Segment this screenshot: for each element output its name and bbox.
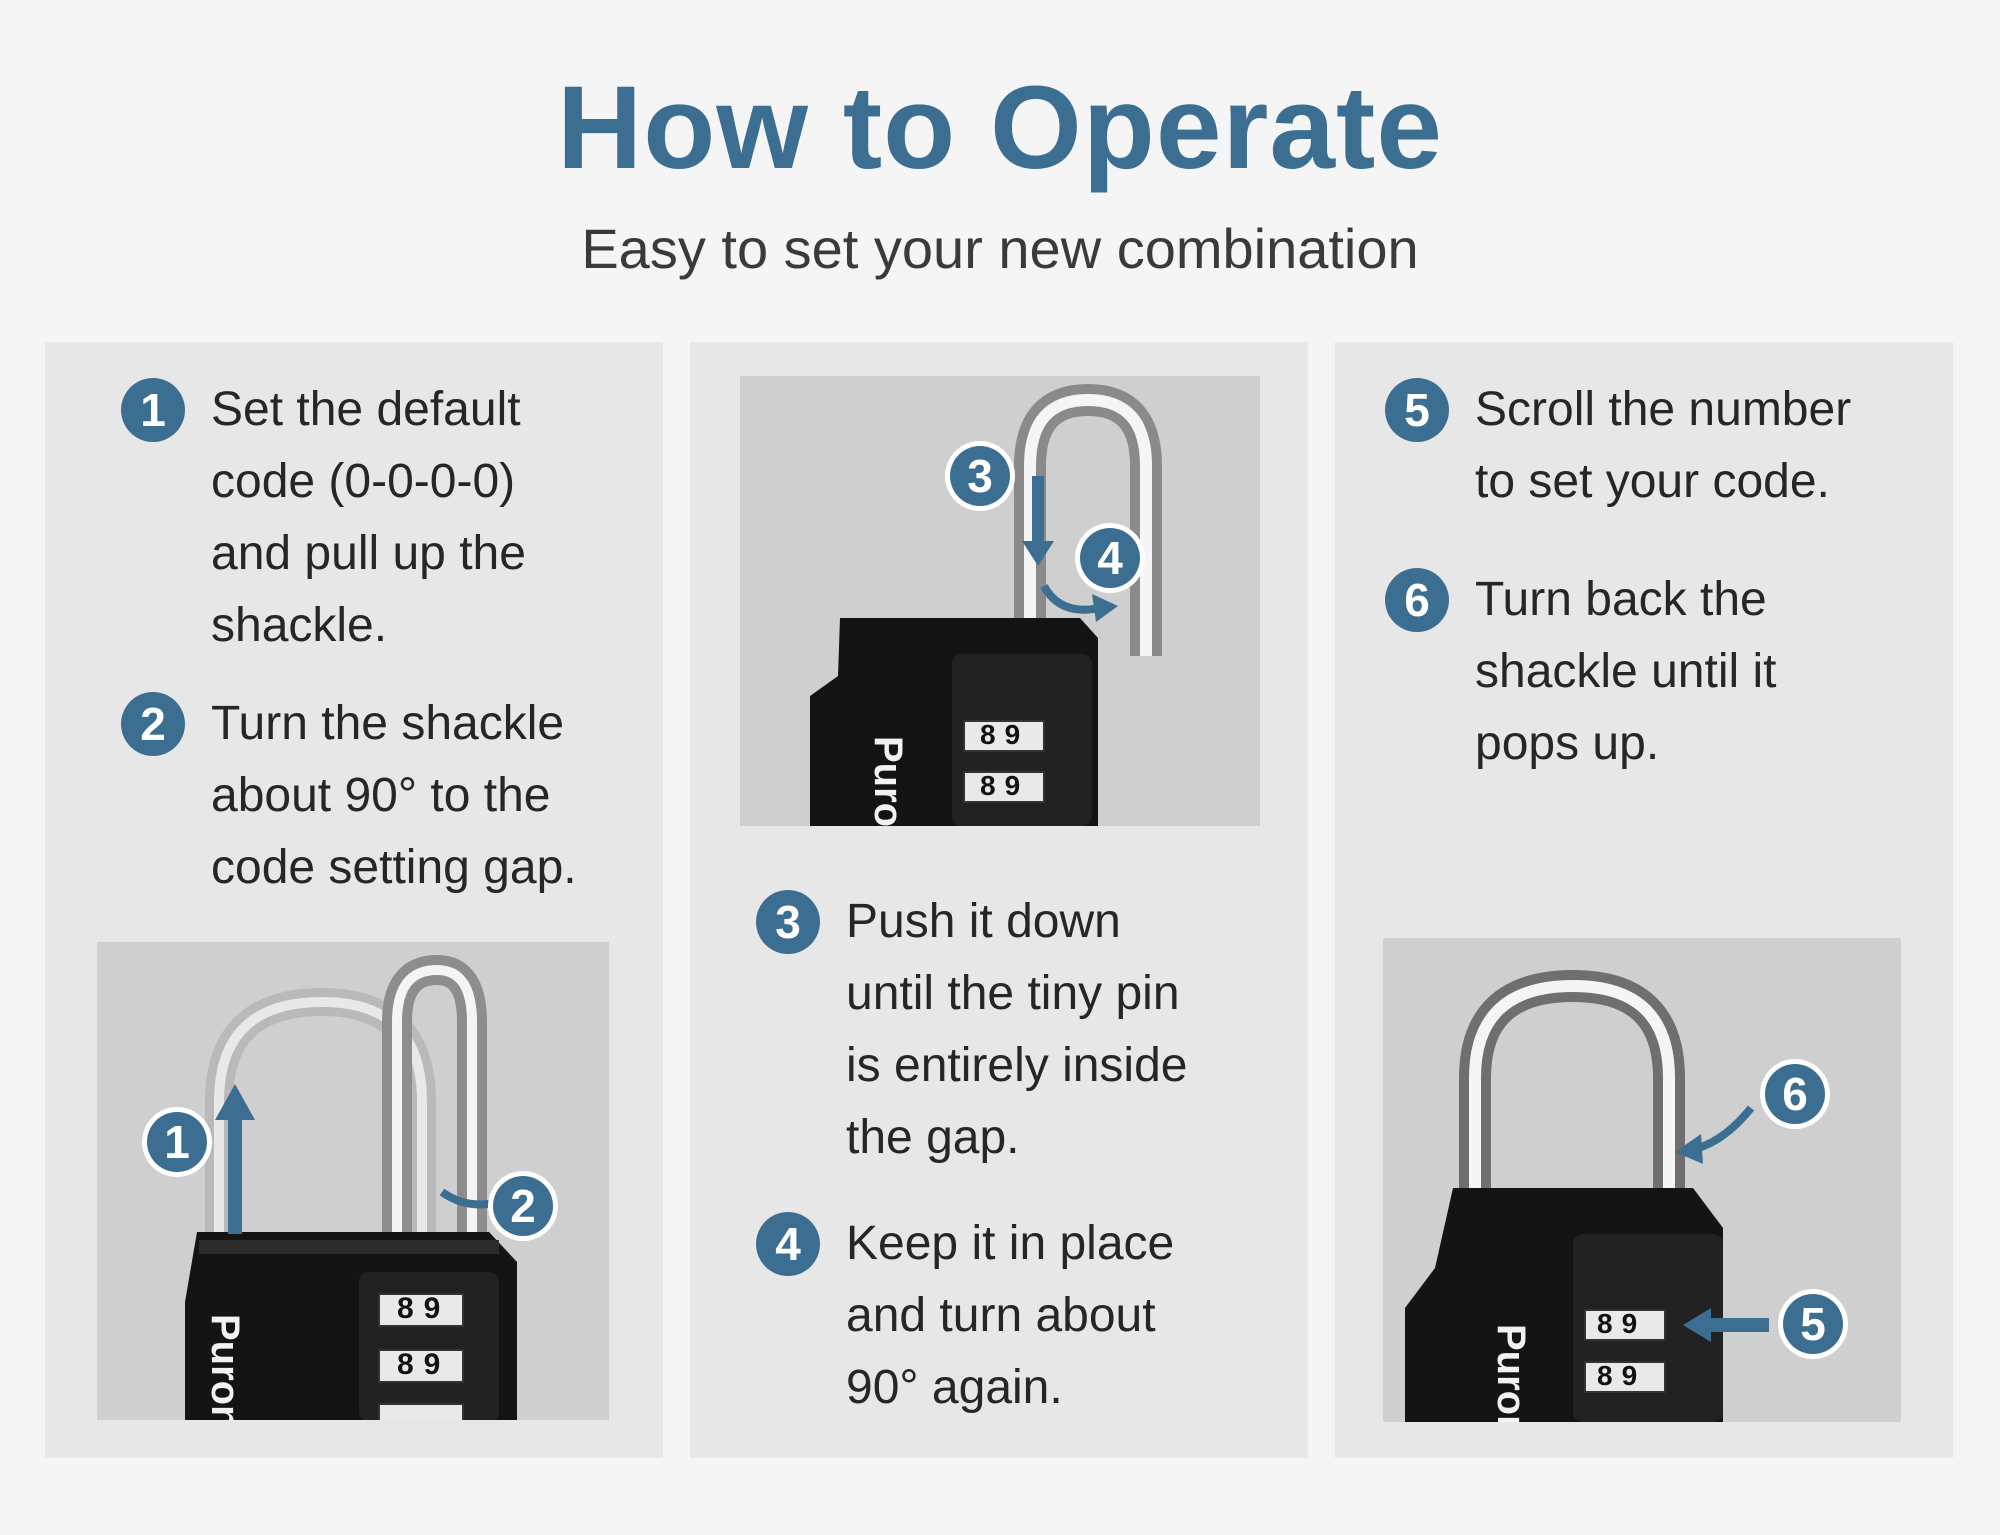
step-3: 3 Push it down until the tiny pin is ent… — [756, 886, 1187, 1174]
up-arrow-icon — [215, 1084, 255, 1234]
step-4: 4 Keep it in place and turn about 90° ag… — [756, 1208, 1174, 1424]
step-badge: 2 — [121, 692, 185, 756]
step-badge: 3 — [756, 890, 820, 954]
curved-arrow-icon — [1040, 583, 1118, 622]
padlock-image — [185, 954, 517, 1420]
panel-steps-3-4: 89 89 Puron 3 4 3 Push it down until the… — [690, 342, 1308, 1458]
step-badge: 6 — [1385, 568, 1449, 632]
page-subtitle: Easy to set your new combination — [581, 217, 1419, 280]
lock-brand: Puron — [866, 736, 910, 826]
dial-digits: 89 — [980, 719, 1030, 750]
photo-badge-4: 4 — [1080, 528, 1140, 588]
step-text: Push it down until the tiny pin is entir… — [846, 895, 1188, 1164]
dial-digits: 89 — [1597, 1360, 1647, 1391]
page-title: How to Operate — [557, 62, 1443, 194]
padlock-image — [810, 383, 1162, 826]
down-arrow-icon — [1022, 476, 1054, 566]
step-badge: 1 — [121, 378, 185, 442]
padlock-image — [1405, 969, 1769, 1422]
step-text: Scroll the number to set your code. — [1475, 383, 1852, 508]
curved-arrow-icon — [1675, 1105, 1755, 1164]
dial-digits: 89 — [397, 1348, 451, 1381]
photo-badge-6: 6 — [1765, 1064, 1825, 1124]
left-arrow-icon — [1683, 1308, 1769, 1342]
step-5: 5 Scroll the number to set your code. — [1385, 374, 1851, 518]
step-badge: 5 — [1385, 378, 1449, 442]
step-text: Turn back the shackle until it pops up. — [1475, 573, 1777, 770]
padlock-photo-step-5-6: 89 89 Puron 6 5 — [1383, 938, 1901, 1422]
step-text: Turn the shackle about 90° to the code s… — [211, 697, 577, 894]
step-6: 6 Turn back the shackle until it pops up… — [1385, 564, 1776, 780]
panel-steps-5-6: 5 Scroll the number to set your code. 6 … — [1335, 342, 1953, 1458]
step-1: 1 Set the default code (0-0-0-0) and pul… — [121, 374, 526, 662]
step-text: Keep it in place and turn about 90° agai… — [846, 1217, 1175, 1414]
padlock-photo-step-3-4: 89 89 Puron 3 4 — [740, 376, 1260, 826]
photo-badge-5: 5 — [1783, 1294, 1843, 1354]
panel-steps-1-2: 1 Set the default code (0-0-0-0) and pul… — [45, 342, 663, 1458]
step-text: Set the default code (0-0-0-0) and pull … — [211, 383, 526, 652]
photo-badge-2: 2 — [493, 1176, 553, 1236]
lock-brand: Puron — [1489, 1324, 1533, 1422]
photo-badge-1: 1 — [147, 1112, 207, 1172]
dial-digits: 89 — [980, 770, 1030, 801]
step-badge: 4 — [756, 1212, 820, 1276]
padlock-photo-step-1-2: 89 89 Puron 1 2 — [97, 942, 609, 1420]
step-2: 2 Turn the shackle about 90° to the code… — [121, 688, 577, 904]
dial-digits: 89 — [1597, 1308, 1647, 1339]
photo-badge-3: 3 — [950, 446, 1010, 506]
dial-digits: 89 — [397, 1292, 451, 1325]
